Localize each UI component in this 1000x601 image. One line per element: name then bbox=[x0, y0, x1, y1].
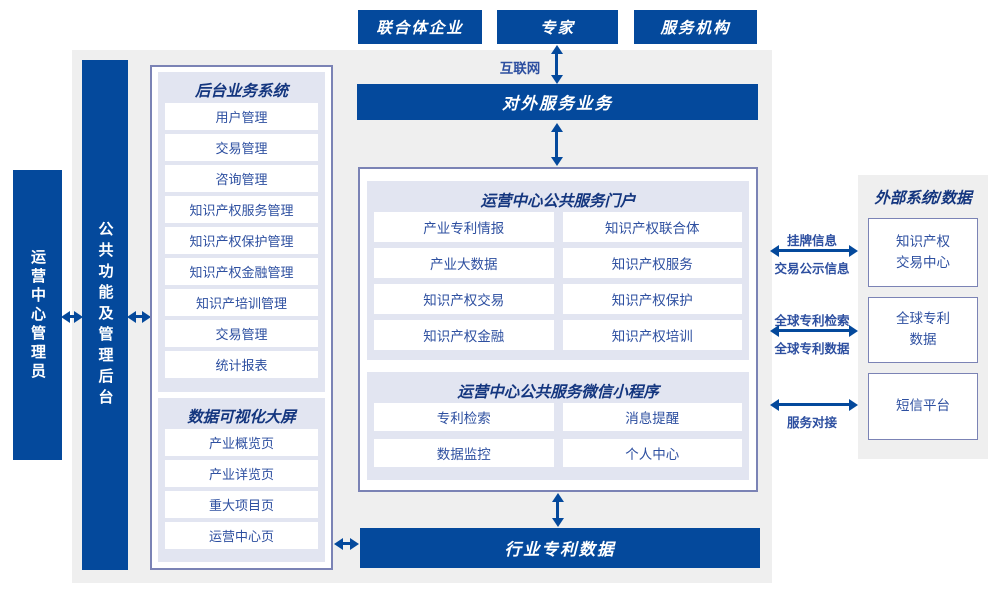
vbar-label: 运营中心管理员 bbox=[29, 248, 46, 382]
dashboard-item: 重大项目页 bbox=[165, 491, 318, 518]
portal-item: 知识产权金融 bbox=[374, 320, 554, 350]
arrow-sms-icon bbox=[779, 403, 849, 406]
backend-item: 用户管理 bbox=[165, 103, 318, 130]
dashboard-item: 产业详览页 bbox=[165, 460, 318, 487]
portal-item: 知识产权交易 bbox=[374, 284, 554, 314]
miniprogram-panel: 运营中心公共服务微信小程序 专利检索 消息提醒 数据监控 个人中心 bbox=[367, 372, 749, 480]
actor-label: 专家 bbox=[539, 20, 575, 37]
left-container: 后台业务系统 用户管理 交易管理 咨询管理 知识产权服务管理 知识产权保护管理 … bbox=[150, 65, 333, 570]
actor-label: 联合体企业 bbox=[376, 20, 464, 37]
dashboard-panel: 数据可视化大屏 产业概览页 产业详览页 重大项目页 运营中心页 bbox=[158, 398, 325, 562]
portal-item: 知识产权培训 bbox=[562, 320, 742, 350]
arrow-ip-trade-icon bbox=[779, 249, 849, 252]
arrow-internet-icon bbox=[555, 54, 558, 75]
portal-item: 知识产权保护 bbox=[562, 284, 742, 314]
dashboard-title: 数据可视化大屏 bbox=[187, 409, 296, 426]
portal-panel: 运营中心公共服务门户 产业专利情报 知识产权联合体 产业大数据 知识产权服务 知… bbox=[367, 181, 749, 360]
arrow-service-to-portal-icon bbox=[555, 132, 558, 157]
bar-label: 行业专利数据 bbox=[504, 541, 616, 559]
backend-item: 知识产权保护管理 bbox=[165, 227, 318, 254]
arrow-center-to-industry-icon bbox=[556, 502, 559, 518]
portal-item: 产业大数据 bbox=[374, 248, 554, 278]
actor-consortium-enterprise: 联合体企业 bbox=[358, 10, 482, 44]
arrow-global-patent-icon bbox=[779, 329, 849, 332]
center-container: 运营中心公共服务门户 产业专利情报 知识产权联合体 产业大数据 知识产权服务 知… bbox=[358, 167, 758, 492]
operation-center-admin-bar: 运营中心管理员 bbox=[13, 170, 62, 460]
dashboard-item: 产业概览页 bbox=[165, 429, 318, 456]
backend-item: 知识产权服务管理 bbox=[165, 196, 318, 223]
miniprogram-item: 消息提醒 bbox=[562, 403, 742, 431]
backend-item: 交易管理 bbox=[165, 134, 318, 161]
backend-item: 知识产培训管理 bbox=[165, 289, 318, 316]
external-service-bar: 对外服务业务 bbox=[357, 84, 758, 120]
miniprogram-item: 个人中心 bbox=[562, 439, 742, 467]
portal-item: 知识产权服务 bbox=[562, 248, 742, 278]
miniprogram-item: 数据监控 bbox=[374, 439, 554, 467]
backend-system-panel: 后台业务系统 用户管理 交易管理 咨询管理 知识产权服务管理 知识产权保护管理 … bbox=[158, 72, 325, 392]
actor-label: 服务机构 bbox=[660, 20, 731, 37]
backend-item: 统计报表 bbox=[165, 351, 318, 378]
external-box-sms-platform: 短信平台 bbox=[868, 373, 978, 440]
backend-item: 交易管理 bbox=[165, 320, 318, 347]
actor-expert: 专家 bbox=[497, 10, 618, 44]
portal-item: 产业专利情报 bbox=[374, 212, 554, 242]
external-systems-title: 外部系统/数据 bbox=[874, 190, 972, 207]
link-label-listing-info: 挂牌信息 bbox=[786, 234, 837, 248]
dashboard-item: 运营中心页 bbox=[165, 522, 318, 549]
link-label-service-connect: 服务对接 bbox=[786, 416, 837, 430]
bar-label: 对外服务业务 bbox=[502, 95, 613, 113]
arrow-dashboard-to-industry-icon bbox=[343, 542, 350, 545]
external-box-global-patent-data: 全球专利数据 bbox=[868, 297, 978, 363]
arrow-backend-container-icon bbox=[136, 315, 142, 318]
portal-title: 运营中心公共服务门户 bbox=[480, 193, 636, 210]
miniprogram-item: 专利检索 bbox=[374, 403, 554, 431]
portal-item: 知识产权联合体 bbox=[562, 212, 742, 242]
arrow-admin-backend-icon bbox=[70, 315, 74, 318]
link-label-global-patent-search: 全球专利检索 bbox=[774, 314, 850, 328]
external-box-ip-trade-center: 知识产权交易中心 bbox=[868, 218, 978, 287]
industry-patent-data-bar: 行业专利数据 bbox=[360, 528, 760, 568]
portal-items-grid: 产业专利情报 知识产权联合体 产业大数据 知识产权服务 知识产权交易 知识产权保… bbox=[374, 212, 742, 350]
miniprogram-items-grid: 专利检索 消息提醒 数据监控 个人中心 bbox=[374, 403, 742, 467]
vbar-label: 公共功能及管理后台 bbox=[96, 220, 114, 410]
link-label-global-patent-data: 全球专利数据 bbox=[774, 342, 850, 356]
internet-label: 互联网 bbox=[499, 61, 541, 76]
miniprogram-title: 运营中心公共服务微信小程序 bbox=[457, 384, 659, 401]
actor-service-organization: 服务机构 bbox=[634, 10, 757, 44]
backend-item: 咨询管理 bbox=[165, 165, 318, 192]
link-label-trade-public-info: 交易公示信息 bbox=[774, 262, 850, 276]
backend-system-title: 后台业务系统 bbox=[194, 83, 288, 100]
public-function-backend-bar: 公共功能及管理后台 bbox=[82, 60, 128, 570]
backend-item: 知识产权金融管理 bbox=[165, 258, 318, 285]
